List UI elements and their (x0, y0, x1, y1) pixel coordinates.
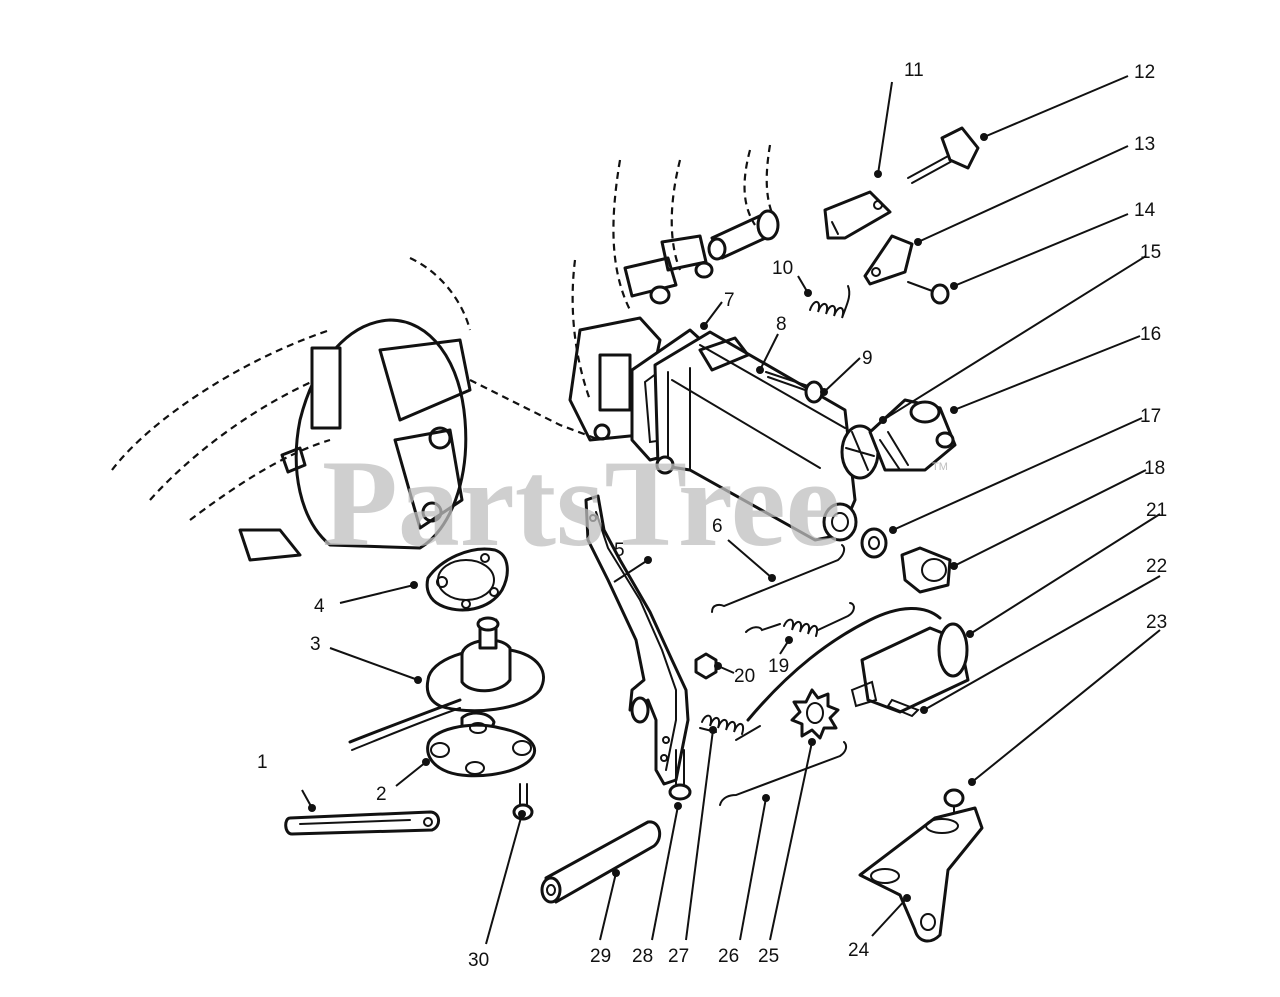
callout-5: 5 (614, 540, 625, 561)
part-1-strap (284, 810, 440, 836)
callout-19: 19 (768, 656, 789, 677)
callout-25: 25 (758, 946, 779, 967)
part-24-bracket (858, 806, 984, 943)
callout-24: 24 (848, 940, 870, 961)
watermark-trademark: TM (932, 461, 948, 473)
engine-crankcase-outline (111, 144, 780, 562)
callout-18: 18 (1144, 458, 1165, 479)
callout-29: 29 (590, 946, 611, 967)
callout-20: 20 (734, 666, 755, 687)
part-6-rod (711, 544, 846, 613)
callout-23: 23 (1146, 612, 1167, 633)
part-15-16-filter-cap (840, 398, 957, 480)
callout-3: 3 (310, 634, 321, 655)
part-10-spring (809, 285, 851, 319)
callout-13: 13 (1134, 134, 1155, 155)
part-17-washer (860, 527, 888, 559)
part-8-tank-body (653, 330, 858, 542)
part-19-spring (745, 602, 855, 637)
leader-dots (308, 133, 988, 902)
part-27-spring (699, 714, 744, 735)
part-20-nut (694, 652, 718, 680)
callout-16: 16 (1140, 324, 1161, 345)
callout-12: 12 (1134, 62, 1155, 83)
callout-10: 10 (772, 258, 793, 279)
callout-8: 8 (776, 314, 787, 335)
part-18-plug (900, 546, 952, 594)
callout-27: 27 (668, 946, 689, 967)
part-26-rod (719, 741, 848, 806)
callout-7: 7 (724, 290, 735, 311)
part-13-plate (863, 234, 914, 286)
part-25-star-washer (790, 688, 840, 740)
part-11-bracket (823, 190, 892, 240)
callout-6: 6 (712, 516, 723, 537)
callout-11: 11 (904, 60, 924, 81)
part-29-tube (540, 820, 662, 904)
callout-22: 22 (1146, 556, 1167, 577)
callout-1: 1 (257, 752, 268, 773)
leader-lines (301, 75, 1161, 945)
part-28-bolt (668, 749, 692, 801)
callout-21: 21 (1146, 500, 1167, 521)
callout-labels: 1 2 3 4 5 6 7 8 9 10 11 12 13 14 15 16 1… (257, 60, 1167, 971)
part-5-lever-arm (584, 494, 690, 786)
part-4-gasket (425, 547, 509, 612)
callout-4: 4 (314, 596, 325, 617)
part-22-cotter-pin (886, 698, 920, 718)
watermark-text: PartsTree (322, 435, 841, 572)
callout-2: 2 (376, 784, 387, 805)
callout-26: 26 (718, 946, 739, 967)
part-21-solenoid (735, 607, 970, 741)
callout-17: 17 (1140, 406, 1161, 427)
partstree-watermark: PartsTree TM (322, 435, 948, 572)
callout-9: 9 (862, 348, 873, 369)
part-14-screw (907, 281, 950, 305)
callout-28: 28 (632, 946, 653, 967)
callout-15: 15 (1140, 242, 1161, 263)
part-2-diaphragm (426, 722, 537, 778)
callout-14: 14 (1134, 200, 1156, 221)
part-12-thumb-screw (907, 126, 980, 184)
callout-30: 30 (468, 950, 489, 971)
